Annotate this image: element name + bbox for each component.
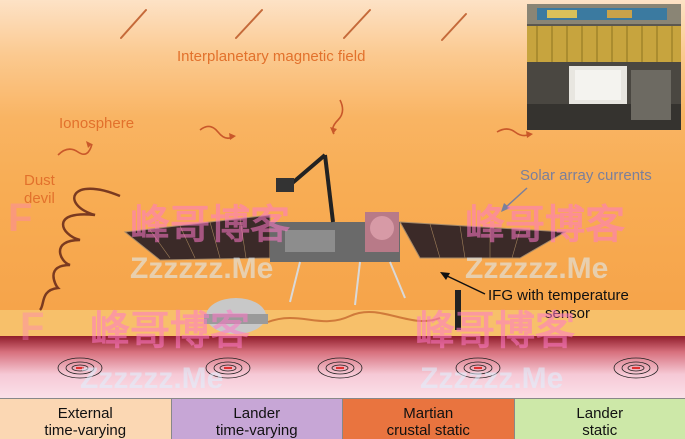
watermark-en-1: Zzzzzz.Me: [130, 252, 273, 286]
watermark-cn-4: 峰哥博客: [415, 298, 575, 356]
category-lander-static: Lander static: [515, 399, 685, 439]
watermark-en-4: Zzzzzz.Me: [420, 362, 563, 396]
category-martian-crustal: Martian crustal static: [343, 399, 515, 439]
category-line2: crustal static: [343, 422, 514, 439]
watermark-cn-3: 峰哥博客: [90, 298, 250, 356]
category-line2: static: [515, 422, 685, 439]
watermark-cn-2: 峰哥博客: [465, 192, 625, 250]
category-line1: Lander: [172, 405, 343, 422]
category-external: External time-varying: [0, 399, 172, 439]
category-line2: time-varying: [0, 422, 171, 439]
watermark-initial-1: F: [8, 196, 32, 241]
watermark-en-2: Zzzzzz.Me: [465, 252, 608, 286]
category-line2: time-varying: [172, 422, 343, 439]
category-row: External time-varying Lander time-varyin…: [0, 398, 685, 439]
category-line1: Lander: [515, 405, 685, 422]
watermark-initial-2: F: [20, 305, 44, 350]
category-line1: External: [0, 405, 171, 422]
watermark-cn-1: 峰哥博客: [130, 192, 290, 250]
watermark-en-3: Zzzzzz.Me: [80, 362, 223, 396]
category-line1: Martian: [343, 405, 514, 422]
category-lander-time-varying: Lander time-varying: [172, 399, 344, 439]
